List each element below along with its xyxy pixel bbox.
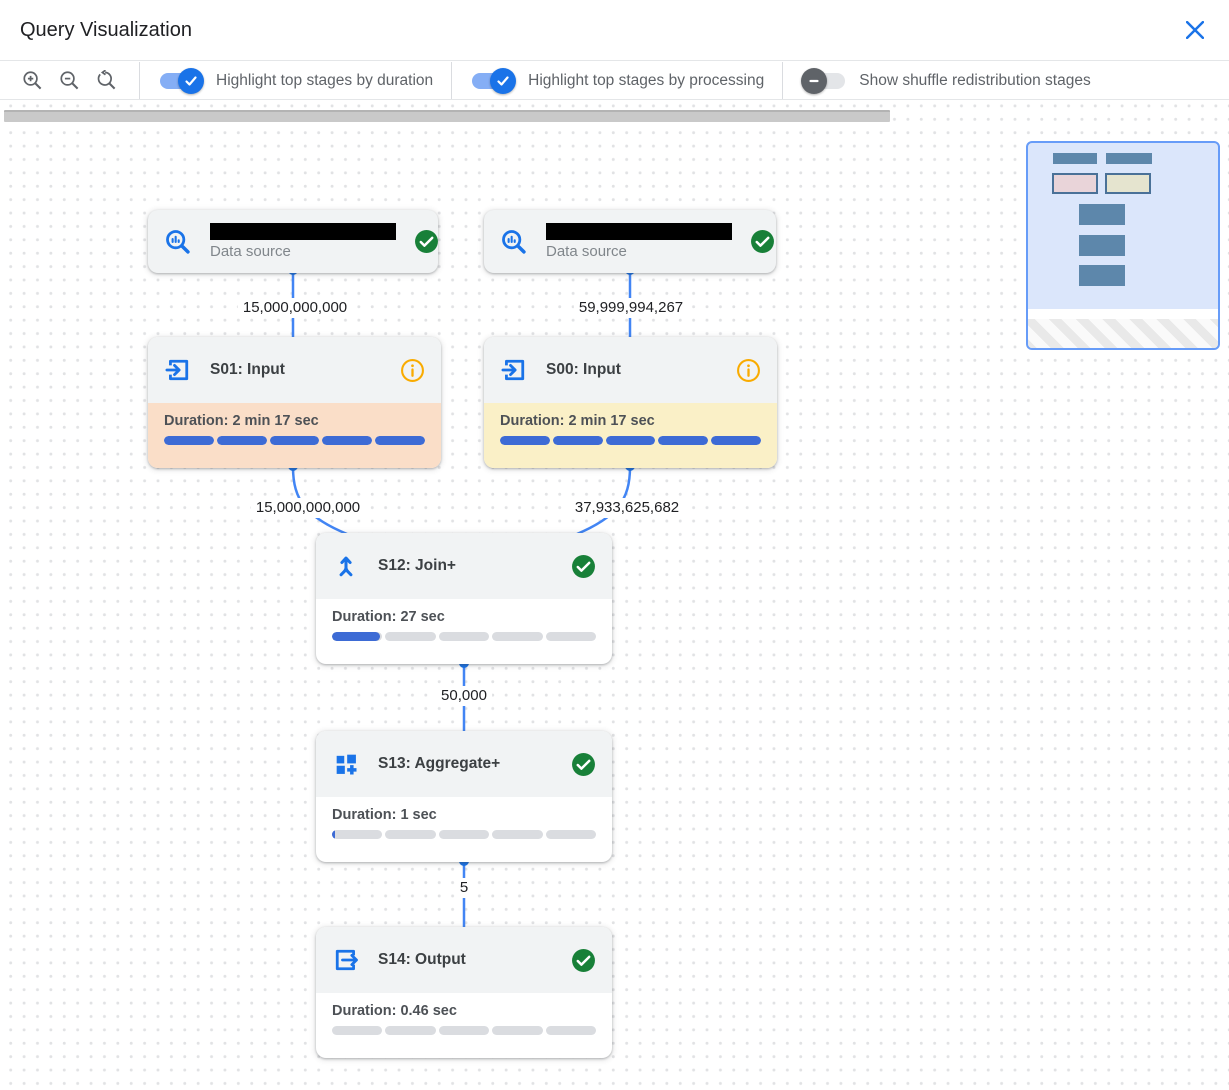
success-icon xyxy=(570,553,596,579)
stage-progress-bar xyxy=(500,436,761,445)
toolbar-divider xyxy=(782,62,784,99)
zoom-out-icon[interactable] xyxy=(59,70,80,91)
toolbar: Highlight top stages by duration Highlig… xyxy=(0,62,1229,100)
stage-duration: Duration: 0.46 sec xyxy=(332,1003,457,1019)
toggle-highlight-processing: Highlight top stages by processing xyxy=(452,67,782,94)
redacted-table-name xyxy=(210,223,396,240)
minimap-node xyxy=(1106,153,1152,164)
output-icon xyxy=(332,946,360,974)
success-icon xyxy=(414,229,438,255)
page-title: Query Visualization xyxy=(20,18,192,41)
stage-duration: Duration: 2 min 17 sec xyxy=(500,413,655,429)
data-source-icon xyxy=(164,228,192,256)
stage-progress-bar xyxy=(332,1026,597,1035)
close-icon[interactable] xyxy=(1181,16,1209,44)
graph-canvas[interactable]: 15,000,000,000 59,999,994,267 15,000,000… xyxy=(0,100,1229,1090)
data-source-label: Data source xyxy=(546,243,627,260)
stage-node-s01[interactable]: S01: Input Duration: 2 min 17 sec xyxy=(148,337,441,468)
edge-row-count: 50,000 xyxy=(436,686,492,706)
minimap-out-of-bounds xyxy=(1028,319,1218,348)
zoom-in-icon[interactable] xyxy=(22,70,43,91)
edge-row-count: 15,000,000,000 xyxy=(237,298,353,318)
stage-duration: Duration: 2 min 17 sec xyxy=(164,413,319,429)
toggle-highlight-duration: Highlight top stages by duration xyxy=(140,67,451,94)
info-icon[interactable] xyxy=(399,357,425,383)
toggle-label: Show shuffle redistribution stages xyxy=(859,71,1091,89)
dialog-header: Query Visualization xyxy=(0,0,1229,61)
stage-title: S14: Output xyxy=(378,951,466,968)
minimap-node-highlight-processing xyxy=(1105,173,1151,194)
redacted-table-name xyxy=(546,223,732,240)
data-source-node[interactable]: Data source xyxy=(484,210,776,273)
success-icon xyxy=(750,229,775,255)
toggle-shuffle-stages: Show shuffle redistribution stages xyxy=(783,67,1109,94)
minimap[interactable] xyxy=(1026,141,1220,350)
join-icon xyxy=(332,552,360,580)
aggregate-icon xyxy=(332,750,360,778)
minimap-node xyxy=(1053,153,1097,164)
stage-title: S13: Aggregate+ xyxy=(378,755,501,772)
input-icon xyxy=(164,356,192,384)
stage-title: S12: Join+ xyxy=(378,557,456,574)
shuffle-stages-switch[interactable] xyxy=(801,67,847,94)
stage-progress-bar xyxy=(332,632,597,641)
info-icon[interactable] xyxy=(735,357,761,383)
edge-row-count: 5 xyxy=(454,878,474,898)
minimap-node-highlight-duration xyxy=(1052,173,1098,194)
minimap-node xyxy=(1079,204,1125,225)
zoom-reset-icon[interactable] xyxy=(96,70,117,91)
data-source-label: Data source xyxy=(210,243,291,260)
stage-node-s13[interactable]: S13: Aggregate+ Duration: 1 sec xyxy=(316,731,612,862)
edge-row-count: 37,933,625,682 xyxy=(569,498,685,518)
stage-title: S01: Input xyxy=(210,361,285,378)
toggle-label: Highlight top stages by duration xyxy=(216,71,434,89)
data-source-node[interactable]: Data source xyxy=(148,210,438,273)
stage-duration: Duration: 27 sec xyxy=(332,609,445,625)
minimap-gap xyxy=(1028,309,1218,319)
stage-node-s14[interactable]: S14: Output Duration: 0.46 sec xyxy=(316,927,612,1058)
stage-node-s00[interactable]: S00: Input Duration: 2 min 17 sec xyxy=(484,337,777,468)
success-icon xyxy=(570,947,596,973)
stage-progress-bar xyxy=(164,436,425,445)
toggle-label: Highlight top stages by processing xyxy=(528,71,765,89)
toolbar-divider xyxy=(451,62,453,99)
stage-title: S00: Input xyxy=(546,361,621,378)
stage-duration: Duration: 1 sec xyxy=(332,807,437,823)
highlight-duration-switch[interactable] xyxy=(158,67,204,94)
horizontal-scrollbar[interactable] xyxy=(4,110,890,122)
input-icon xyxy=(500,356,528,384)
highlight-processing-switch[interactable] xyxy=(470,67,517,94)
edge-row-count: 59,999,994,267 xyxy=(573,298,689,318)
minimap-node xyxy=(1079,265,1125,286)
zoom-controls xyxy=(0,70,139,91)
success-icon xyxy=(570,751,596,777)
data-source-icon xyxy=(500,228,528,256)
toolbar-divider xyxy=(139,62,140,99)
minimap-node xyxy=(1079,235,1125,256)
stage-progress-bar xyxy=(332,830,597,839)
edge-row-count: 15,000,000,000 xyxy=(250,498,366,518)
stage-node-s12[interactable]: S12: Join+ Duration: 27 sec xyxy=(316,533,612,664)
